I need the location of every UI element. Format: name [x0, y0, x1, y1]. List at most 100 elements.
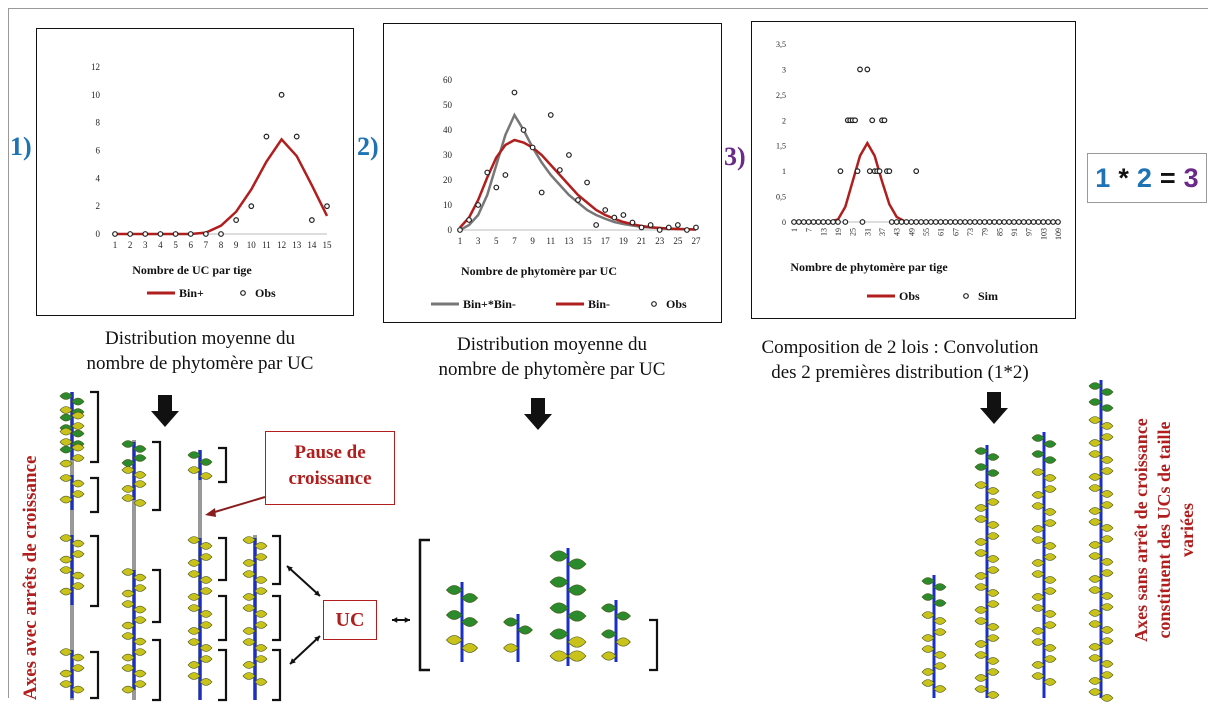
arrow-head-icon [392, 617, 398, 623]
uc-label-box: UC [323, 600, 377, 640]
x-tick-label: 1 [790, 228, 799, 232]
uc-bracket [90, 650, 100, 700]
uc-bracket [152, 568, 162, 624]
leaf-icon [1031, 559, 1045, 567]
leaf-icon [517, 625, 533, 635]
leaf-icon [59, 445, 73, 454]
x-tick-label: 7 [805, 228, 814, 232]
data-point [112, 231, 118, 237]
x-tick-label: 49 [907, 228, 916, 236]
data-point [647, 222, 654, 228]
leaf-icon [1088, 507, 1102, 515]
leaf-icon [1031, 604, 1045, 612]
uc-bracket [272, 534, 282, 586]
leaf-icon [974, 549, 988, 557]
leaf-icon [1031, 434, 1045, 442]
uc-bracket [272, 648, 282, 702]
y-tick-label: 1,5 [776, 142, 786, 151]
leaf-icon [503, 643, 519, 653]
data-point [852, 117, 859, 124]
leaf-icon [254, 644, 268, 652]
leaf-icon [71, 490, 85, 498]
leaf-icon [187, 627, 201, 635]
y-tick-label: 2 [96, 201, 101, 211]
data-point [263, 133, 270, 140]
data-point [859, 219, 866, 225]
leaf-icon [1043, 508, 1057, 516]
leaf-icon [133, 499, 147, 507]
data-point [308, 217, 315, 223]
data-point [854, 168, 861, 175]
leaf-icon [254, 542, 268, 550]
leaf-icon [1043, 610, 1057, 618]
leaf-icon [461, 617, 478, 627]
leaf-icon [133, 573, 147, 582]
y-tick-label: 0 [448, 225, 453, 235]
x-tick-label: 31 [863, 228, 872, 236]
y-tick-label: 60 [443, 75, 453, 85]
leaf-icon [986, 487, 1000, 495]
leaf-icon [933, 628, 947, 636]
data-point [511, 89, 518, 96]
data-point [611, 214, 618, 221]
leaf-icon [71, 429, 85, 438]
uc-bracket [90, 534, 100, 608]
pause-pointer-line [207, 496, 266, 515]
leaf-icon [601, 603, 617, 613]
leaf-icon [121, 653, 135, 662]
leaf-icon [133, 605, 147, 614]
data-point [233, 217, 240, 223]
leaf-icon [986, 498, 1000, 506]
leaf-icon [71, 422, 85, 430]
y-tick-label: 40 [443, 125, 453, 135]
leaf-icon [242, 604, 256, 612]
leaf-icon [71, 479, 85, 488]
leaf-icon [974, 504, 988, 512]
leaf-icon [59, 438, 73, 446]
leaf-icon [933, 583, 947, 591]
leaf-icon [567, 636, 587, 648]
legend-marker [240, 290, 246, 296]
x-tick-label: 11 [262, 240, 271, 250]
leaf-icon [1043, 644, 1057, 652]
leaf-icon [921, 679, 935, 687]
data-point [475, 202, 482, 208]
leaf-icon [1100, 456, 1114, 464]
leaf-icon [1088, 439, 1102, 447]
data-point [886, 168, 893, 175]
leaf-icon [121, 485, 135, 493]
frame-left-line [8, 8, 9, 698]
leaf-icon [59, 406, 73, 414]
leaf-icon [71, 550, 85, 558]
leaf-icon [974, 572, 988, 580]
x-tick-label: 4 [158, 240, 163, 250]
leaf-icon [242, 661, 256, 669]
leaf-icon [1100, 637, 1114, 645]
leaf-icon [59, 648, 73, 656]
data-point [127, 231, 134, 237]
leaf-icon [254, 655, 268, 663]
data-point [864, 66, 871, 73]
leaf-icon [242, 638, 256, 646]
leaf-icon [974, 651, 988, 659]
leaf-icon [933, 599, 947, 607]
formula-box: 1 * 2 = 3 [1087, 153, 1207, 203]
x-tick-label: 55 [922, 228, 931, 236]
leaf-icon [121, 621, 135, 630]
leaf-icon [567, 558, 587, 570]
data-point [1055, 219, 1061, 225]
leaf-icon [1043, 474, 1057, 482]
panel-number-1: 1) [10, 132, 32, 161]
uc-bracket [272, 594, 282, 642]
leaf-icon [1088, 586, 1102, 594]
data-point [466, 217, 472, 223]
leaf-icon [59, 680, 73, 688]
y-tick-label: 20 [443, 175, 453, 185]
panel-number-2: 2) [357, 132, 379, 161]
y-tick-label: 2,5 [776, 91, 786, 100]
x-tick-label: 43 [893, 228, 902, 236]
down-arrow-icon [980, 392, 1008, 424]
x-tick-label: 7 [512, 236, 517, 246]
